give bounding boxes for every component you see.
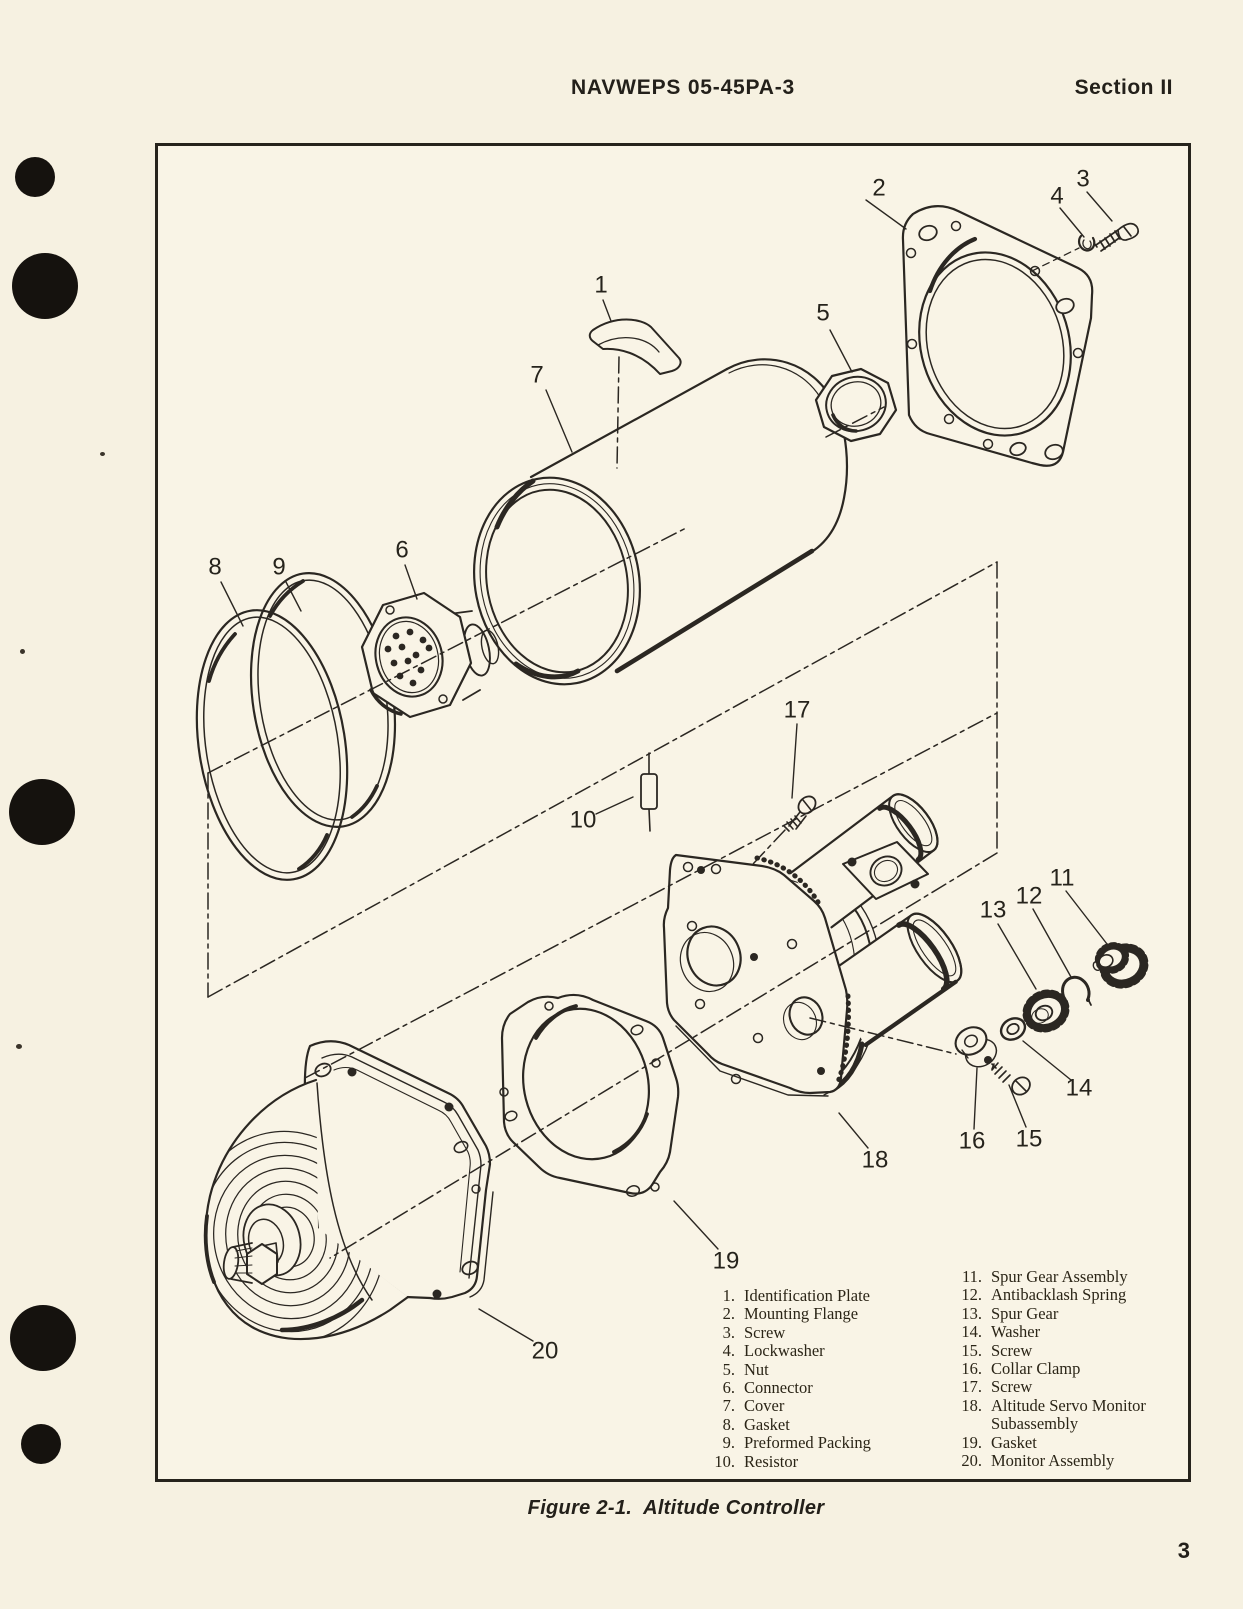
callout-number-3: 3	[1076, 166, 1089, 193]
callout-number-4: 4	[1050, 183, 1063, 210]
callout-number-11: 11	[1050, 865, 1075, 892]
callout-number-6: 6	[395, 537, 408, 564]
leader-line-15	[1008, 1084, 1027, 1128]
parts-list-item: 4.Lockwasher	[722, 1341, 825, 1361]
callout-number-5: 5	[816, 300, 829, 327]
page-number: 3	[1177, 1538, 1190, 1563]
parts-list-item: 18.Altitude Servo Monitor	[961, 1395, 1146, 1415]
callout-number-10: 10	[570, 807, 597, 834]
ink-speck	[16, 1044, 22, 1049]
parts-list-item: 11.Spur Gear Assembly	[961, 1267, 1128, 1286]
parts-list-item: 3.Screw	[722, 1322, 786, 1342]
parts-list-item: 10.Resistor	[714, 1451, 799, 1471]
ink-speck	[100, 452, 105, 456]
callout-number-7: 7	[530, 362, 543, 389]
callout-number-9: 9	[272, 554, 285, 581]
parts-list-item: 6.Connector	[722, 1378, 813, 1398]
callout-number-17: 17	[784, 697, 811, 724]
parts-list-item: 12.Antibacklash Spring	[961, 1285, 1127, 1305]
part-cover	[472, 358, 849, 686]
parts-list-item: 9.Preformed Packing	[722, 1433, 871, 1453]
part-identification-plate	[588, 318, 682, 375]
leader-line-10	[595, 796, 634, 815]
leader-line-11	[1065, 890, 1108, 945]
binding-hole	[21, 1424, 61, 1464]
callout-number-12: 12	[1016, 883, 1043, 910]
callout-number-13: 13	[980, 897, 1007, 924]
callout-number-1: 1	[594, 272, 607, 299]
leader-line-1	[602, 299, 612, 322]
leader-line-8	[220, 581, 244, 627]
leader-lines	[220, 191, 1113, 1342]
leader-line-17	[791, 723, 798, 799]
callout-number-14: 14	[1066, 1075, 1093, 1102]
doc-number: NAVWEPS 05-45PA-3	[570, 76, 796, 99]
parts-list-item: 5.Nut	[722, 1359, 769, 1379]
leader-line-9	[285, 581, 302, 612]
part-spur-gear	[1022, 989, 1070, 1033]
part-gasket-8	[195, 609, 349, 881]
leader-line-12	[1032, 908, 1072, 978]
part-antibacklash-spring	[1061, 975, 1092, 1008]
part-lockwasher-icon	[1077, 234, 1096, 252]
leader-line-5	[829, 329, 853, 373]
callout-number-18: 18	[862, 1147, 889, 1174]
part-collar-clamp	[954, 1026, 998, 1069]
part-screw-15	[991, 1062, 1031, 1096]
part-mounting-flange	[901, 205, 1094, 467]
callout-number-20: 20	[532, 1338, 559, 1365]
leader-line-7	[545, 389, 573, 453]
parts-list-item: 2.Mounting Flange	[722, 1304, 859, 1324]
leader-line-18	[838, 1112, 869, 1149]
part-monitor-assembly	[203, 1040, 494, 1341]
leader-line-20	[478, 1308, 534, 1342]
leader-line-13	[997, 923, 1037, 990]
parts-list-item: 19.Gasket	[961, 1432, 1037, 1452]
callout-number-15: 15	[1016, 1126, 1043, 1153]
part-screw-17	[783, 795, 817, 832]
callout-number-8: 8	[208, 554, 221, 581]
leader-line-4	[1059, 207, 1085, 238]
callout-number-16: 16	[959, 1128, 986, 1155]
binding-hole	[15, 157, 55, 197]
leader-line-19	[673, 1200, 719, 1250]
parts-list-item: 7.Cover	[722, 1396, 785, 1416]
leader-line-6	[404, 564, 418, 600]
ink-speck	[20, 649, 25, 654]
parts-list-item: 20.Monitor Assembly	[961, 1451, 1115, 1471]
section-label: Section II	[1074, 76, 1173, 99]
assembly-dashes	[1031, 247, 1080, 272]
leader-line-16	[973, 1067, 978, 1130]
parts-list-item: 13.Spur Gear	[961, 1303, 1059, 1323]
parts-list-item: 17.Screw	[961, 1377, 1033, 1397]
part-servo-monitor-subassembly	[662, 793, 963, 1097]
part-screw-3	[1093, 222, 1140, 252]
parts-list-item: 8.Gasket	[722, 1414, 790, 1434]
part-nut	[814, 367, 898, 443]
part-washer	[999, 1017, 1027, 1041]
leader-line-2	[865, 199, 907, 230]
binding-hole	[10, 1305, 76, 1371]
part-connector	[360, 591, 500, 719]
parts-list-item: 1.Identification Plate	[722, 1286, 870, 1305]
phantom-centerlines	[207, 356, 998, 1259]
part-resistor	[640, 752, 658, 832]
binding-hole	[9, 779, 75, 845]
parts-list-item: 16.Collar Clamp	[961, 1359, 1081, 1379]
leader-line-14	[1022, 1040, 1072, 1081]
figure-caption: Figure 2-1. Altitude Controller	[527, 1497, 825, 1519]
parts-list-item: 15.Screw	[961, 1340, 1033, 1360]
binding-hole	[12, 253, 78, 319]
parts-list-item-continued: Subassembly	[991, 1414, 1079, 1434]
parts-list-item: 14.Washer	[961, 1322, 1041, 1342]
part-gasket-19	[499, 993, 680, 1197]
leader-line-3	[1086, 191, 1113, 222]
callout-number-2: 2	[872, 175, 885, 202]
callout-number-19: 19	[713, 1248, 740, 1275]
part-spur-gear-assembly	[1092, 942, 1149, 989]
